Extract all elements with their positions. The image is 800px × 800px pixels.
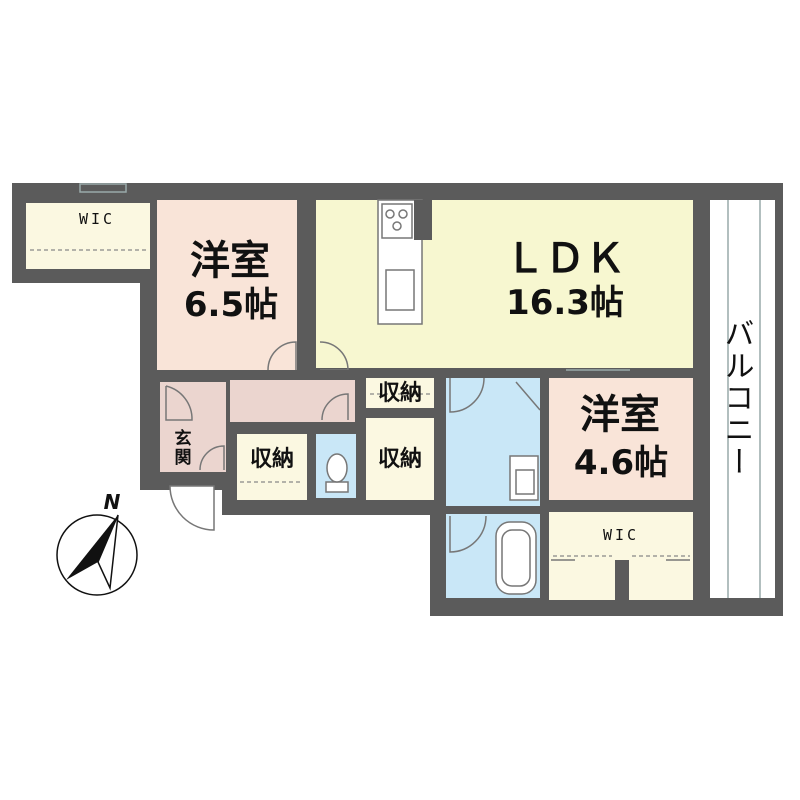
storage-2-label: 収納 bbox=[249, 447, 294, 472]
storage-2-room bbox=[237, 434, 307, 500]
entrance-room bbox=[160, 382, 226, 472]
storage-3-room bbox=[366, 418, 434, 500]
western-room-1-size: 6.5帖 bbox=[183, 285, 279, 325]
closet-rails bbox=[30, 249, 690, 557]
balcony-label: バルコニー bbox=[718, 318, 754, 478]
wic-top-left-room bbox=[26, 203, 150, 269]
hallway bbox=[230, 380, 355, 422]
toilet-fixture bbox=[325, 453, 349, 493]
western-room-2-size: 4.6帖 bbox=[573, 443, 669, 483]
interior-walls bbox=[150, 200, 710, 610]
storage-1-room bbox=[366, 378, 434, 408]
western-room-2 bbox=[549, 378, 693, 500]
western-room-1-name: 洋室 bbox=[190, 238, 270, 284]
western-room-2-name: 洋室 bbox=[580, 392, 660, 438]
western-room-1 bbox=[157, 200, 297, 370]
ldk-name: ＬＤＫ bbox=[505, 236, 625, 282]
wash-basin bbox=[509, 455, 539, 501]
doors bbox=[165, 341, 690, 561]
wic-top-left-label: WIC bbox=[78, 210, 116, 228]
storage-1-label: 収納 bbox=[377, 381, 422, 406]
bathtub bbox=[495, 521, 537, 595]
ldk-room bbox=[316, 200, 693, 368]
entrance-label: 玄関 bbox=[174, 429, 192, 468]
storage-3-label: 収納 bbox=[377, 447, 422, 472]
compass bbox=[56, 514, 138, 596]
balcony-area bbox=[710, 200, 775, 598]
wic-bottom-right-label: WIC bbox=[602, 526, 640, 544]
compass-north-label: N bbox=[103, 490, 121, 514]
ldk-size: 16.3帖 bbox=[506, 283, 624, 323]
